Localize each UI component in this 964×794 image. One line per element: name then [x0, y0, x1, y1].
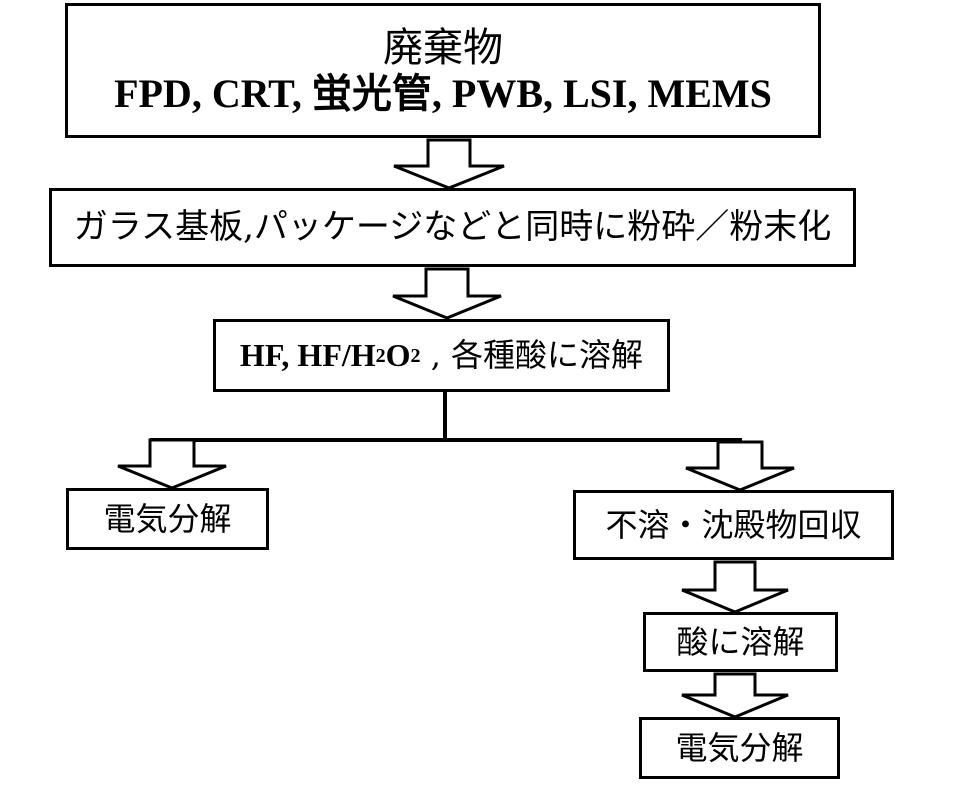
node-electrolysis-left: 電気分解 — [66, 488, 269, 550]
node-electrolysis-right-label: 電気分解 — [675, 728, 804, 767]
node-crush: ガラス基板,パッケージなどと同時に粉砕／粉末化 — [49, 188, 856, 267]
arrow-crush-to-dissolve — [392, 267, 502, 320]
node-collect-label: 不溶・沈殿物回収 — [605, 505, 862, 544]
node-dissolve-acid: 酸に溶解 — [643, 612, 838, 672]
formula-o: O — [385, 337, 411, 374]
arrow-waste-to-crush — [393, 138, 505, 190]
node-electrolysis-left-label: 電気分解 — [103, 499, 232, 538]
formula-hf: HF, HF/H — [239, 337, 376, 374]
node-collect: 不溶・沈殿物回収 — [573, 490, 894, 560]
arrow-branch-to-collect — [685, 440, 795, 492]
node-dissolve-rest: , 各種酸に溶解 — [420, 336, 644, 375]
arrow-collect-to-dissolve — [681, 560, 789, 614]
arrow-branch-to-electrolysis-left — [117, 438, 227, 490]
node-electrolysis-right: 電気分解 — [639, 717, 840, 779]
arrow-dissolve-to-electrolysis-right — [681, 672, 789, 719]
node-waste: 廃棄物 FPD, CRT, 蛍光管, PWB, LSI, MEMS — [65, 3, 821, 138]
node-waste-subtitle: FPD, CRT, 蛍光管, PWB, LSI, MEMS — [114, 70, 772, 116]
node-crush-label: ガラス基板,パッケージなどと同時に粉砕／粉末化 — [73, 206, 832, 247]
branch-connector — [150, 392, 742, 442]
node-waste-title: 廃棄物 — [383, 24, 503, 71]
node-dissolve-acid-label: 酸に溶解 — [676, 622, 805, 661]
